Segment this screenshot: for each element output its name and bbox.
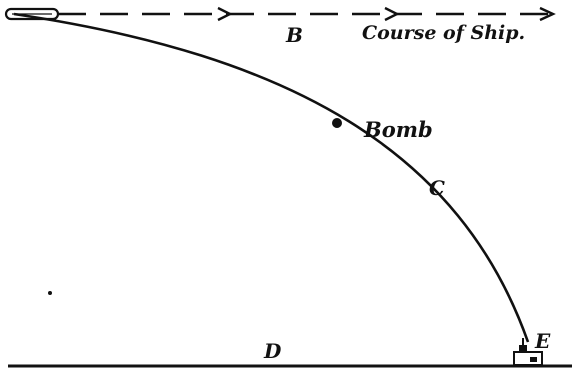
point-e-label: E — [534, 329, 551, 353]
point-d-label: D — [263, 339, 282, 363]
course-line — [58, 8, 553, 20]
bomb-trajectory-curve — [14, 14, 528, 342]
stray-dot — [48, 291, 52, 295]
bomb-marker — [332, 118, 342, 128]
course-of-ship-label: Course of Ship. — [362, 22, 525, 44]
course-arrow-icon — [385, 8, 397, 20]
course-arrow-icon — [218, 8, 230, 20]
point-c-label: C — [429, 176, 445, 200]
point-b-label: B — [285, 23, 303, 47]
bomb-label: Bomb — [363, 117, 433, 142]
